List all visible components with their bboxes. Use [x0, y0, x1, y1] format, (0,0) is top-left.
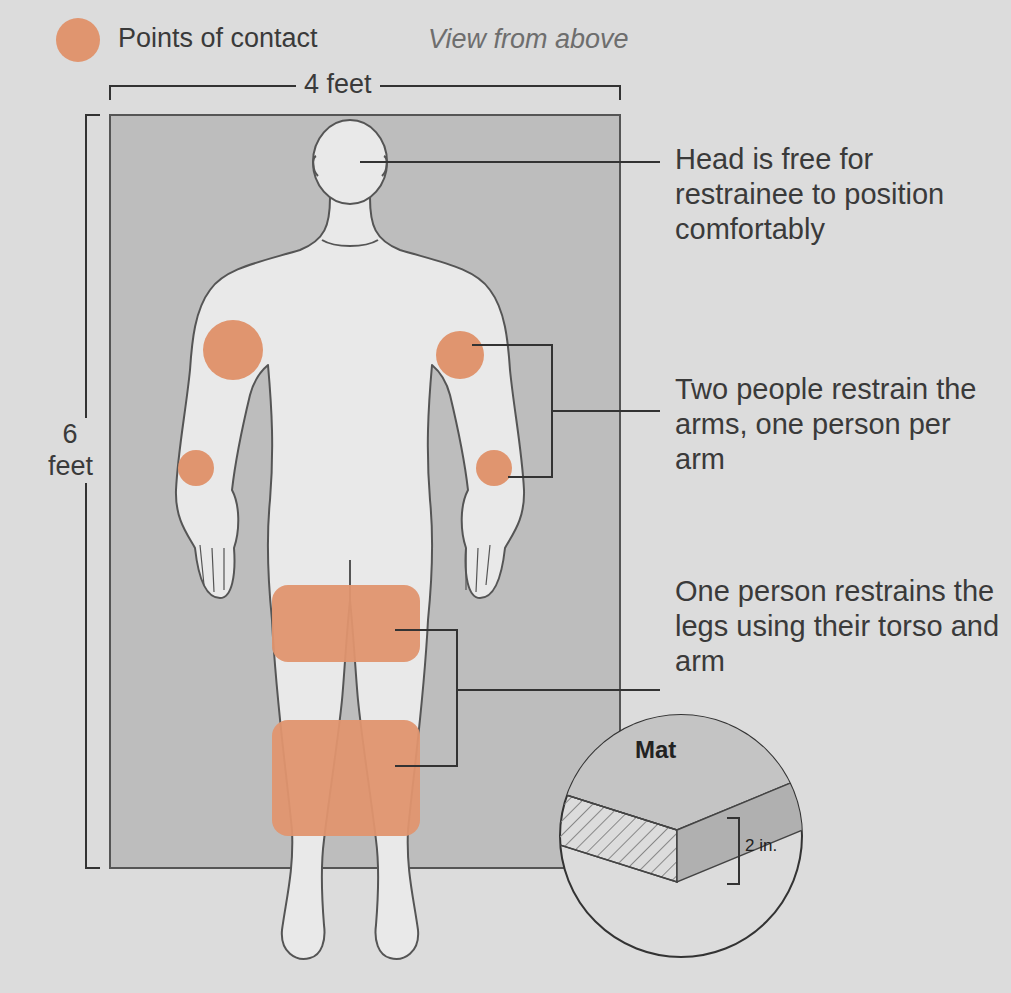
dimension: 4 feet [296, 68, 380, 100]
callout-text: Two people restrain the arms, one person… [675, 372, 1000, 476]
dimension: 2 in. [745, 836, 777, 856]
legend-text: Points of contact [118, 22, 318, 54]
contact-points [178, 320, 512, 836]
callout-text: One person restrains the legs using thei… [675, 574, 1000, 678]
legend-swatch [56, 18, 100, 62]
callout-text: Head is free for restrainee to position … [675, 142, 1000, 246]
body-figure [176, 120, 524, 959]
view-note: View from above [428, 23, 629, 55]
leader-lines [360, 162, 660, 766]
dimension: 6 feet [48, 418, 92, 483]
inset-title: Mat [635, 736, 676, 765]
mat-inset: Mat 2 in. [557, 712, 805, 960]
